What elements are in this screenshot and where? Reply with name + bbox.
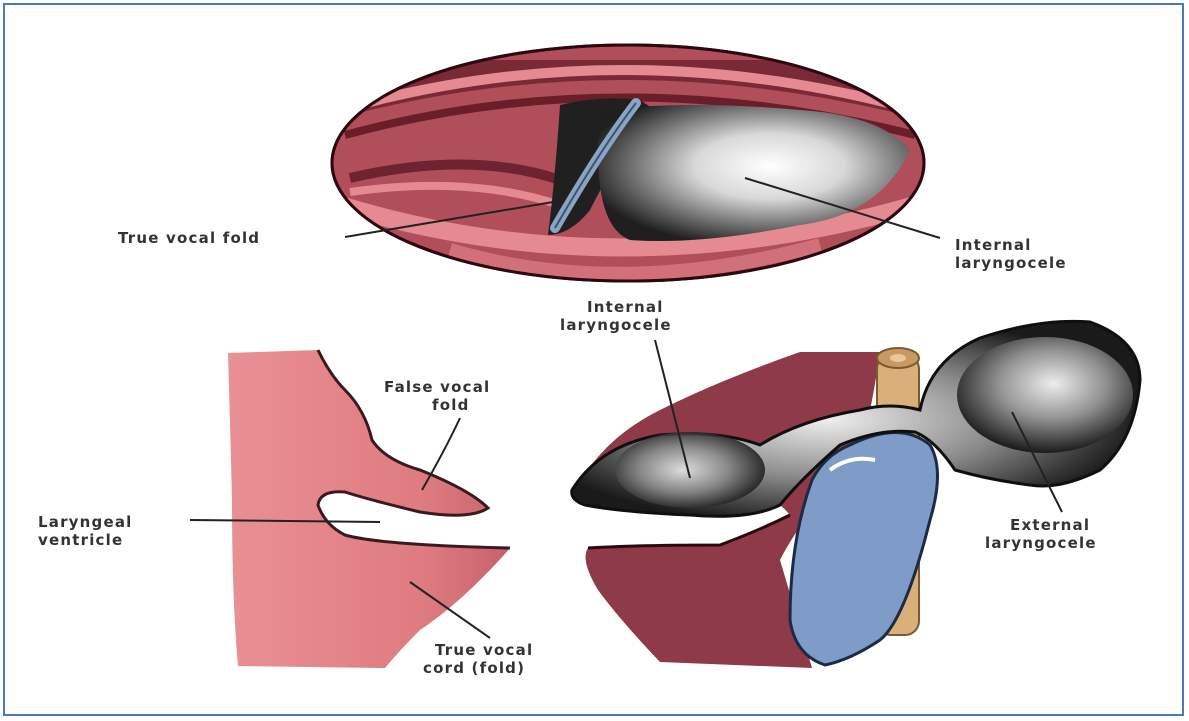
laryngoscopic-view bbox=[332, 45, 924, 281]
label-internal-mid-2: laryngocele bbox=[560, 316, 672, 334]
label-internal-top-2: laryngocele bbox=[955, 254, 1067, 272]
label-false-vocal-2: fold bbox=[432, 396, 470, 414]
label-true-cord-1: True vocal bbox=[435, 641, 533, 659]
label-internal-mid-1: Internal bbox=[587, 298, 664, 316]
label-laryngeal-1: Laryngeal bbox=[38, 513, 133, 531]
label-true-vocal-fold: True vocal fold bbox=[118, 229, 260, 247]
label-false-vocal-1: False vocal bbox=[384, 378, 490, 396]
label-laryngeal-2: ventricle bbox=[38, 531, 123, 549]
label-external-2: laryngocele bbox=[985, 534, 1097, 552]
coronal-section-right bbox=[572, 321, 1140, 668]
label-true-cord-2: cord (fold) bbox=[423, 659, 525, 677]
label-internal-top-1: Internal bbox=[955, 236, 1032, 254]
label-external-1: External bbox=[1010, 516, 1090, 534]
